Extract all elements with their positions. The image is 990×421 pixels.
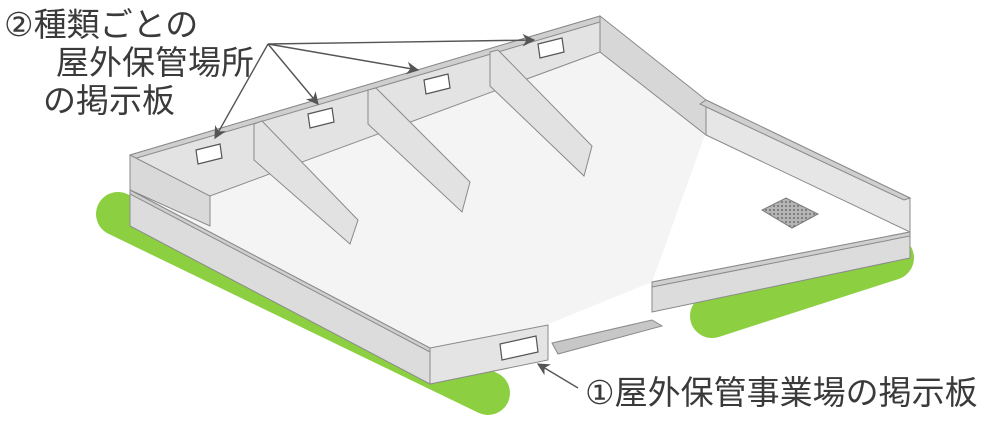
signboards xyxy=(195,37,565,361)
arrow-to-sign-3 xyxy=(267,43,420,75)
drain-grate-icon xyxy=(760,197,820,229)
partition-2 xyxy=(367,87,471,213)
partition-1 xyxy=(253,120,359,245)
sign-storage-2 xyxy=(307,107,335,129)
sign-storage-3 xyxy=(423,73,451,95)
storage-place-sign-label-line2: 屋外保管場所 xyxy=(56,43,254,82)
business-site-sign-label: ①屋外保管事業場の掲示板 xyxy=(585,373,978,412)
front-right-wall xyxy=(651,231,911,313)
partition-3 xyxy=(489,49,593,177)
arrow-to-sign-2 xyxy=(267,43,319,105)
partitions xyxy=(253,49,593,245)
sign-storage-4 xyxy=(537,37,565,59)
left-wall xyxy=(129,154,211,227)
sign-business-site xyxy=(499,335,539,361)
arrow-to-sign-1 xyxy=(214,43,269,140)
arrow-to-sign-4 xyxy=(267,33,536,47)
storage-place-sign-label: ②種類ごとの 屋外保管場所 の掲示板 xyxy=(4,6,254,120)
storage-place-sign-label-line3: の掲示板 xyxy=(43,81,175,120)
leader-arrows xyxy=(214,33,579,389)
arrow-to-business-sign xyxy=(536,363,579,389)
storage-place-sign-label-line1: ②種類ごとの xyxy=(4,5,199,44)
entrance-drain xyxy=(551,319,664,355)
sign-storage-1 xyxy=(195,143,223,165)
